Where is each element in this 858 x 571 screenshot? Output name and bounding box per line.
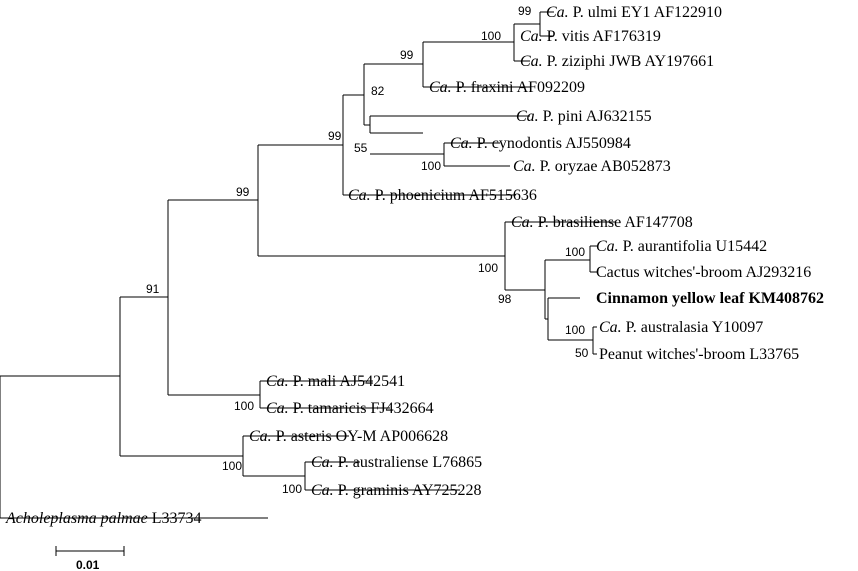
taxon-italic-part: Ca. — [266, 373, 289, 390]
taxon-label-18: Ca. P. graminis AY725228 — [311, 482, 482, 499]
bootstrap-value-4: 55 — [354, 141, 368, 155]
bootstrap-value-3: 82 — [371, 84, 385, 98]
bootstrap-value-2: 99 — [400, 48, 414, 62]
taxon-italic-part: Ca. — [348, 187, 371, 204]
taxon-name-part: P. vitis AF176319 — [543, 28, 661, 45]
taxon-label-3: Ca. P. fraxini AF092209 — [429, 79, 585, 96]
taxon-italic-part: Ca. — [311, 454, 334, 471]
bootstrap-value-6: 99 — [328, 129, 342, 143]
taxon-italic-part: Acholeplasma palmae — [5, 510, 148, 527]
bootstrap-value-11: 100 — [565, 323, 585, 337]
taxon-label-12: Ca. P. australasia Y10097 — [599, 319, 763, 336]
taxon-name-part: P. ziziphi JWB AY197661 — [543, 53, 714, 70]
taxon-label-9: Ca. P. aurantifolia U15442 — [596, 238, 767, 255]
bootstrap-values: 99 100 99 82 55 100 99 99 100 100 98 100 50 91 100 100 1… — [146, 4, 589, 496]
taxon-name-part: P. oryzae AB052873 — [536, 158, 671, 175]
taxon-name-part: Cactus witches'-broom AJ293216 — [596, 264, 811, 281]
taxon-italic-part: Ca. — [249, 428, 272, 445]
taxon-label-7: Ca. P. phoenicium AF515636 — [348, 187, 537, 204]
taxon-label-8: Ca. P. brasiliense AF147708 — [511, 214, 693, 231]
taxon-label-11: Cinnamon yellow leaf KM408762 — [596, 290, 824, 307]
bootstrap-value-13: 91 — [146, 282, 160, 296]
taxon-label-19: Acholeplasma palmae L33734 — [5, 510, 202, 527]
scale-bar: 0.01 — [55, 546, 125, 571]
taxon-italic-part: Ca. — [546, 4, 569, 21]
taxon-name-part: P. tamaricis FJ432664 — [289, 400, 434, 417]
taxon-label-15: Ca. P. tamaricis FJ432664 — [266, 400, 434, 417]
bootstrap-value-5: 100 — [421, 159, 441, 173]
taxon-italic-part: Ca. — [266, 400, 289, 417]
taxon-label-16: Ca. P. asteris OY-M AP006628 — [249, 428, 448, 445]
bootstrap-value-0: 99 — [518, 4, 532, 18]
taxon-italic-part: Ca. — [513, 158, 536, 175]
bootstrap-value-8: 100 — [478, 261, 498, 275]
taxon-name-part: P. phoenicium AF515636 — [371, 187, 537, 204]
taxon-italic-part: Ca. — [429, 79, 452, 96]
bootstrap-value-9: 100 — [565, 245, 585, 259]
taxon-name-part: P. pini AJ632155 — [539, 108, 652, 125]
taxon-name-part: P. australiense L76865 — [334, 454, 482, 471]
scale-bar-label: 0.01 — [76, 558, 100, 571]
taxon-name-part: L33734 — [148, 510, 202, 527]
bootstrap-value-15: 100 — [222, 459, 242, 473]
taxon-label-13: Peanut witches'-broom L33765 — [599, 346, 799, 363]
taxon-italic-part: Ca. — [520, 53, 543, 70]
taxon-italic-part: Ca. — [596, 238, 619, 255]
taxon-italic-part: Ca. — [516, 108, 539, 125]
bootstrap-value-14: 100 — [234, 399, 254, 413]
taxon-label-1: Ca. P. vitis AF176319 — [520, 28, 661, 45]
taxon-name-part: P. ulmi EY1 AF122910 — [569, 4, 722, 21]
tree-branches — [0, 11, 615, 519]
bootstrap-value-16: 100 — [282, 482, 302, 496]
taxon-name-part: Cinnamon yellow leaf KM408762 — [596, 290, 824, 307]
taxon-italic-part: Ca. — [599, 319, 622, 336]
taxon-label-6: Ca. P. oryzae AB052873 — [513, 158, 671, 175]
taxon-name-part: P. graminis AY725228 — [334, 482, 482, 499]
taxon-name-part: P. cynodontis AJ550984 — [473, 135, 631, 152]
bootstrap-value-7: 99 — [236, 185, 250, 199]
bootstrap-value-10: 98 — [498, 292, 512, 306]
bootstrap-value-12: 50 — [575, 346, 589, 360]
taxon-name-part: P. brasiliense AF147708 — [534, 214, 693, 231]
taxon-label-2: Ca. P. ziziphi JWB AY197661 — [520, 53, 714, 70]
taxon-label-0: Ca. P. ulmi EY1 AF122910 — [546, 4, 722, 21]
taxon-italic-part: Ca. — [511, 214, 534, 231]
taxon-label-5: Ca. P. cynodontis AJ550984 — [450, 135, 631, 152]
taxon-name-part: P. australasia Y10097 — [622, 319, 764, 336]
taxon-italic-part: Ca. — [450, 135, 473, 152]
taxon-label-10: Cactus witches'-broom AJ293216 — [596, 264, 811, 281]
taxon-label-17: Ca. P. australiense L76865 — [311, 454, 482, 471]
taxon-name-part: P. mali AJ542541 — [289, 373, 405, 390]
taxon-name-part: P. aurantifolia U15442 — [619, 238, 767, 255]
taxon-label-4: Ca. P. pini AJ632155 — [516, 108, 652, 125]
taxon-name-part: P. asteris OY-M AP006628 — [272, 428, 448, 445]
bootstrap-value-1: 100 — [481, 29, 501, 43]
taxon-italic-part: Ca. — [311, 482, 334, 499]
taxon-name-part: Peanut witches'-broom L33765 — [599, 346, 799, 363]
taxon-name-part: P. fraxini AF092209 — [452, 79, 585, 96]
taxon-label-14: Ca. P. mali AJ542541 — [266, 373, 405, 390]
taxon-italic-part: Ca. — [520, 28, 543, 45]
